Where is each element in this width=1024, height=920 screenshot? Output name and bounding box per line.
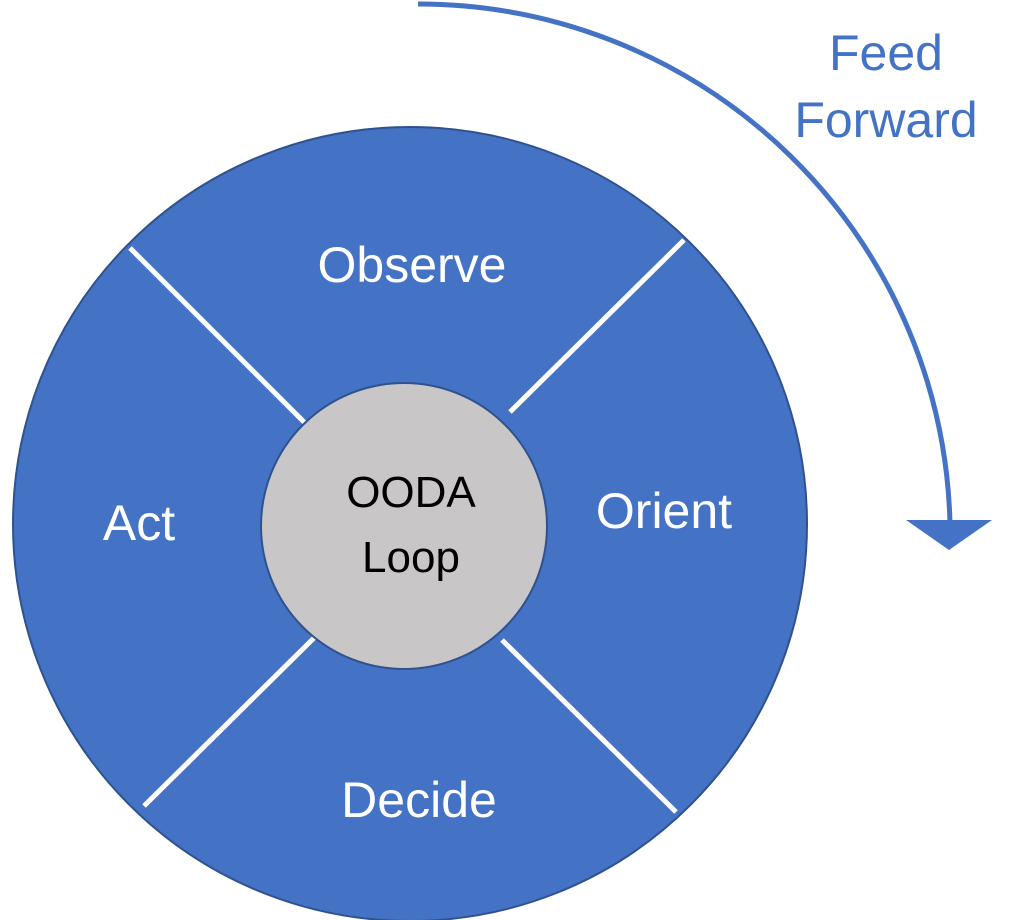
center-circle [260, 382, 548, 670]
feed-forward-line2: Forward [794, 92, 977, 148]
center-label-line2: Loop [362, 533, 460, 582]
segment-label-observe: Observe [318, 237, 507, 293]
divider-top-right [508, 238, 686, 414]
curved-arrow-down-icon [417, 1, 953, 525]
arrow-head [906, 520, 992, 550]
segment-label-act: Act [103, 495, 175, 551]
divider-bottom-right [500, 638, 678, 814]
segment-label-orient: Orient [596, 483, 732, 539]
feed-forward-line1: Feed [829, 25, 943, 81]
divider-top-left [128, 246, 307, 425]
segment-label-decide: Decide [341, 772, 497, 828]
divider-bottom-left [142, 632, 320, 808]
center-label-line1: OODA [346, 468, 476, 517]
